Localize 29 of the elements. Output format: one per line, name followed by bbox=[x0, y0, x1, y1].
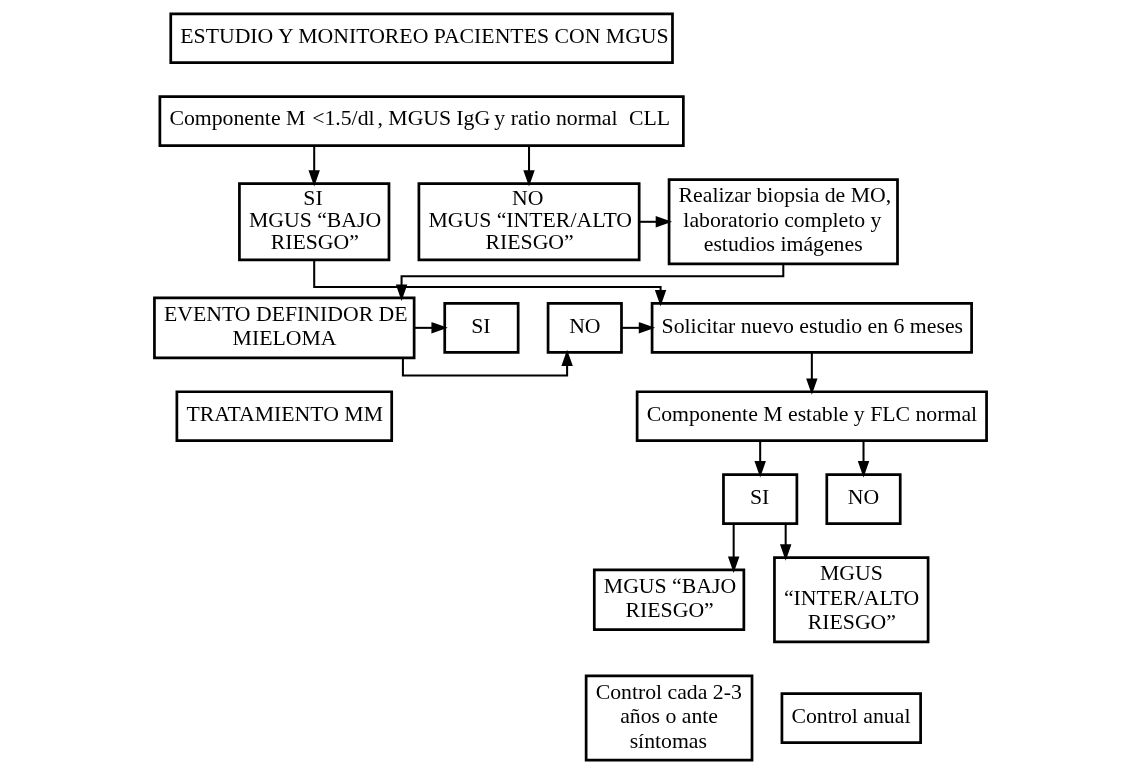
node-box: Realizar biopsia de MO, laboratorio completo y estudios imágenes bbox=[667, 178, 899, 266]
node-box: SI MGUS “BAJO RIESGO” bbox=[238, 182, 391, 262]
arrow bbox=[523, 146, 535, 187]
node-box: EVENTO DEFINIDOR DE MIELOMA bbox=[153, 296, 416, 360]
node-box: Componente M estable y FLC normal bbox=[635, 390, 988, 443]
node-box: NO bbox=[825, 473, 902, 525]
arrow bbox=[857, 441, 870, 478]
node-box: Control cada 2-3 años o ante síntomas bbox=[584, 674, 754, 762]
arrow bbox=[754, 441, 766, 478]
node-box: NO bbox=[546, 302, 623, 354]
arrow bbox=[806, 352, 818, 395]
arrow bbox=[621, 322, 656, 334]
node-box: TRATAMIENTO MM bbox=[175, 390, 394, 443]
node-box: ESTUDIO Y MONITOREO PACIENTES CON MGUS bbox=[169, 12, 674, 65]
node-box: Solicitar nuevo estudio en 6 meses bbox=[650, 302, 973, 354]
node-box: MGUS “BAJO RIESGO” bbox=[592, 568, 746, 632]
node-box: Control anual bbox=[780, 692, 922, 744]
node-box: NO MGUS “INTER/ALTO RIESGO” bbox=[417, 182, 641, 262]
arrow bbox=[313, 260, 667, 307]
node-box: Componente M <1.5/dl, MGUS IgG y ratio normal CLL bbox=[158, 95, 685, 147]
node-box: MGUS “INTER/ALTO RIESGO” bbox=[773, 556, 930, 644]
arrow bbox=[779, 524, 792, 561]
node-box: SI bbox=[722, 473, 799, 525]
arrow bbox=[414, 322, 448, 334]
node-box: SI bbox=[443, 302, 520, 354]
arrow bbox=[395, 264, 785, 301]
arrow bbox=[308, 146, 320, 187]
arrow bbox=[727, 524, 740, 573]
arrow bbox=[639, 216, 673, 228]
